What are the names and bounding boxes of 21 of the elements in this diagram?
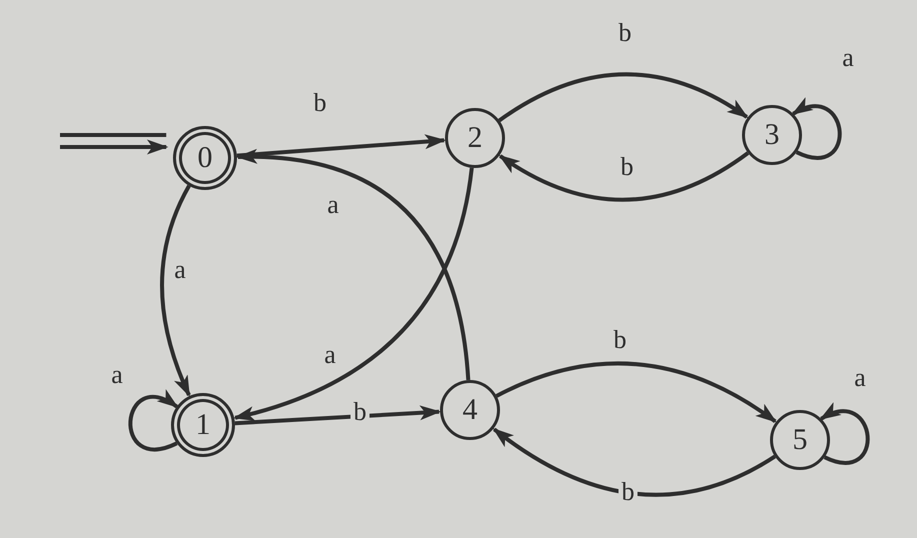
state-label: 4 [462,395,478,425]
transition-arrow [233,168,474,420]
transition-arrow [234,405,442,426]
state-label: 3 [764,120,780,150]
state-label: 5 [792,425,808,455]
transition-arrow [160,184,191,398]
state-circle [742,105,802,165]
transition-arrow [236,134,446,158]
transition-arrow [498,72,749,122]
self-loop-arrow [128,390,179,452]
transition-arrow [498,151,750,202]
self-loop-arrow [819,404,870,465]
self-loop-arrow [791,98,842,160]
transition-arrow [496,362,777,424]
state-label: 0 [198,143,212,173]
state-label: 2 [468,123,482,153]
state-circle [770,410,830,470]
start-arrow [58,133,168,154]
transition-arrow [236,150,470,380]
transition-arrow [492,428,776,497]
state-label: 1 [196,410,210,440]
